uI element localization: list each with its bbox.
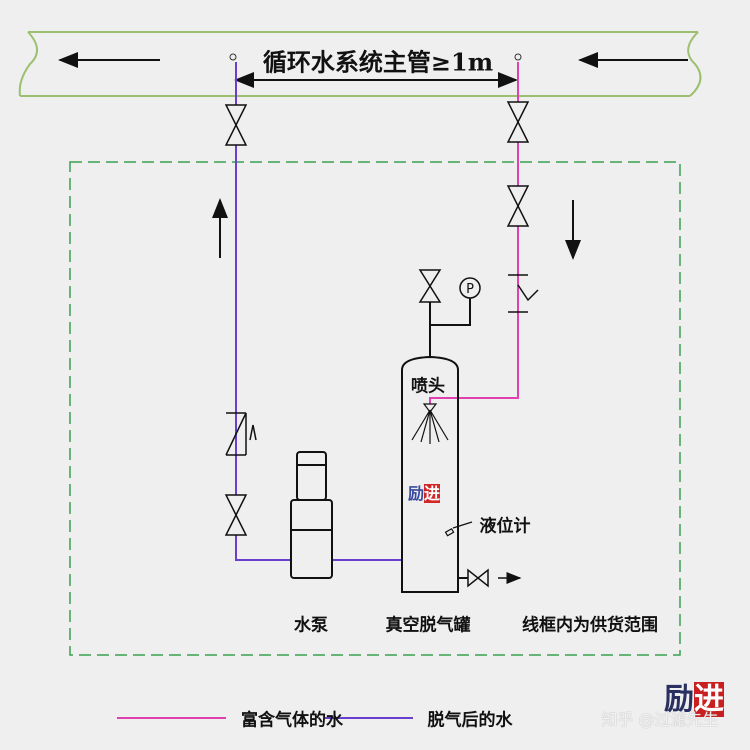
logo-char: 进: [424, 484, 441, 503]
level-gauge-icon: [444, 521, 473, 537]
supply-scope-box: [69, 161, 681, 656]
spray-nozzle-icon: [411, 403, 449, 444]
legend-label-degassed: 脱气后的水: [427, 710, 513, 731]
pressure-gauge-label: P: [466, 282, 474, 297]
water-pump: [290, 451, 333, 579]
scope-label: 线框内为供货范围: [522, 615, 658, 636]
tank-logo: 励进: [407, 480, 441, 504]
nozzle-label: 喷头: [411, 376, 445, 397]
logo-char: 励: [407, 484, 424, 503]
watermark: 知乎 @过滤先生: [601, 710, 719, 729]
tank-label: 真空脱气罐: [385, 615, 471, 636]
gassy-water-line: [429, 62, 519, 404]
pressure-gauge-icon: [459, 277, 481, 299]
main-pipe: [18, 31, 702, 97]
valve-icon: [224, 104, 248, 146]
degassed-water-line: [235, 62, 402, 561]
logo-char: 进: [694, 682, 724, 717]
valve-icon: [224, 494, 248, 536]
valve-icon: [506, 101, 530, 143]
inlet-valve-icon: [467, 568, 489, 588]
strainer-icon: [508, 274, 539, 313]
logo-char: 励: [664, 682, 694, 717]
valve-icon: [418, 269, 442, 303]
check-valve-icon: [225, 412, 257, 456]
pump-label: 水泵: [294, 615, 328, 636]
main-pipe-title: 循环水系统主管≥1m: [262, 47, 494, 77]
level-gauge-label: 液位计: [479, 516, 531, 537]
valve-icon: [506, 185, 530, 227]
vacuum-deaeration-tank: [401, 297, 471, 593]
corner-logo: 励进: [664, 674, 724, 718]
legend-label-gassy: 富含气体的水: [241, 710, 343, 731]
